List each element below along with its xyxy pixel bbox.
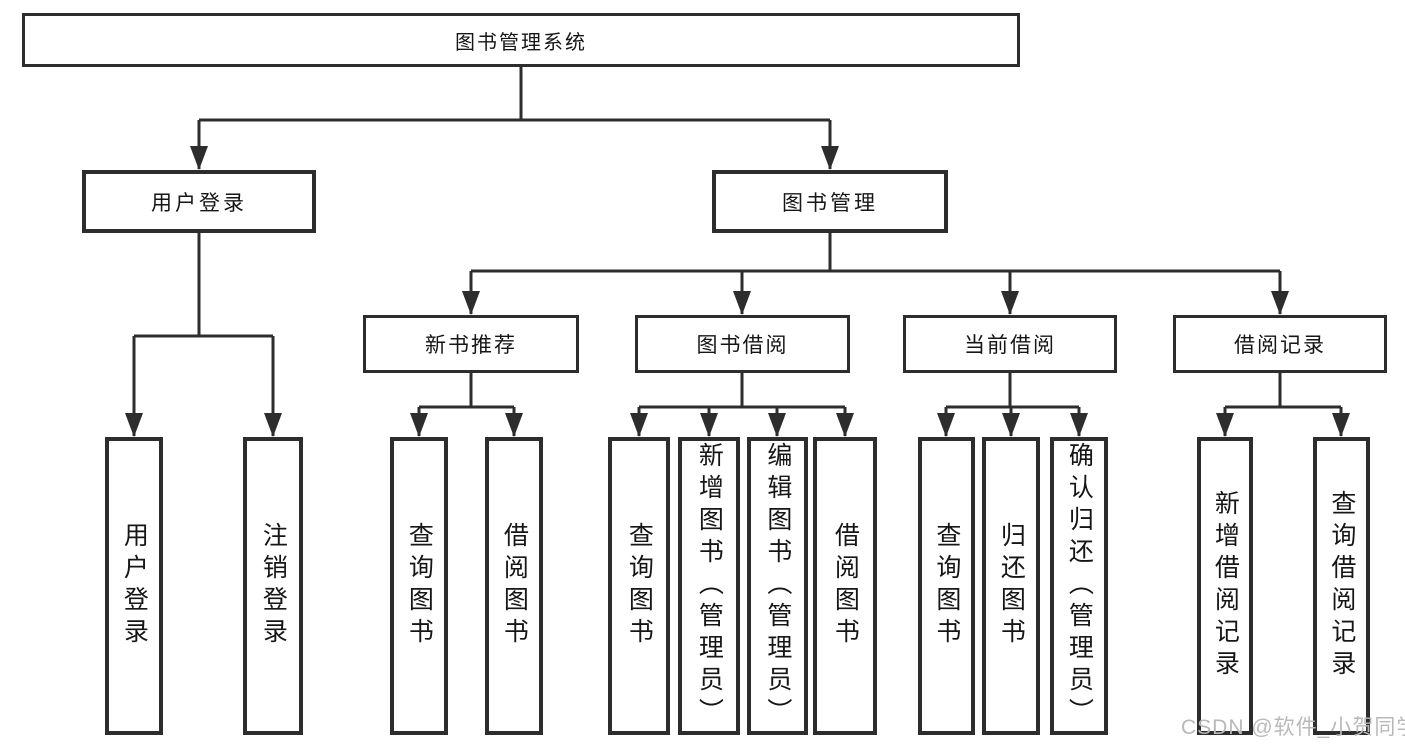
leaf-return-books-label: 归还图书 bbox=[997, 522, 1026, 650]
edge-book-borrow-distributor bbox=[639, 373, 845, 409]
leaf-return-books: 归还图书 bbox=[982, 437, 1040, 735]
node-new-book-recommend-label: 新书推荐 bbox=[425, 334, 517, 357]
leaf-add-borrow-record: 新增借阅记录 bbox=[1197, 437, 1253, 735]
leaf-query-borrow-record: 查询借阅记录 bbox=[1313, 437, 1370, 735]
edge-borrow-record-distributor bbox=[1225, 373, 1341, 409]
leaf-query-borrow-record-label: 查询借阅记录 bbox=[1327, 490, 1356, 682]
leaf-query-books-1: 查询图书 bbox=[390, 437, 448, 735]
leaf-user-login: 用户登录 bbox=[105, 437, 163, 735]
leaf-borrow-books-2-label: 借阅图书 bbox=[831, 522, 860, 650]
edge-user-login-distributor bbox=[134, 233, 273, 338]
watermark: CSDN @软件_小贺同学 bbox=[1181, 716, 1405, 739]
edge-book-management-distributor bbox=[471, 233, 1280, 273]
leaf-query-books-2-label: 查询图书 bbox=[625, 522, 654, 650]
leaf-query-books-2: 查询图书 bbox=[608, 437, 670, 735]
node-user-login-label: 用户登录 bbox=[151, 191, 247, 215]
leaf-logout: 注销登录 bbox=[243, 437, 303, 735]
node-current-borrow: 当前借阅 bbox=[903, 315, 1117, 373]
node-current-borrow-label: 当前借阅 bbox=[964, 334, 1056, 357]
node-book-management-label: 图书管理 bbox=[782, 191, 878, 215]
leaf-edit-books-admin-label: 编辑图书（管理员） bbox=[763, 442, 792, 730]
node-borrow-records: 借阅记录 bbox=[1173, 315, 1387, 373]
edge-new-book-rec-distributor bbox=[419, 373, 514, 409]
node-user-login: 用户登录 bbox=[82, 170, 316, 233]
leaf-query-books-3: 查询图书 bbox=[918, 437, 975, 735]
edge-root-distributor bbox=[199, 67, 830, 122]
node-book-management: 图书管理 bbox=[712, 170, 948, 233]
leaf-confirm-return-admin-label: 确认归还（管理员） bbox=[1065, 442, 1094, 730]
leaf-user-login-label: 用户登录 bbox=[120, 522, 149, 650]
leaf-add-books-admin-label: 新增图书（管理员） bbox=[695, 442, 724, 730]
node-root: 图书管理系统 bbox=[22, 13, 1020, 67]
leaf-edit-books-admin: 编辑图书（管理员） bbox=[747, 437, 808, 735]
leaf-query-books-3-label: 查询图书 bbox=[932, 522, 961, 650]
leaf-borrow-books-1: 借阅图书 bbox=[485, 437, 543, 735]
leaf-logout-label: 注销登录 bbox=[259, 522, 288, 650]
leaf-add-books-admin: 新增图书（管理员） bbox=[678, 437, 740, 735]
node-new-book-recommend: 新书推荐 bbox=[363, 315, 579, 373]
leaf-query-books-1-label: 查询图书 bbox=[405, 522, 434, 650]
node-borrow-records-label: 借阅记录 bbox=[1234, 334, 1326, 357]
node-book-borrow: 图书借阅 bbox=[635, 315, 850, 373]
node-root-label: 图书管理系统 bbox=[455, 31, 587, 54]
leaf-confirm-return-admin: 确认归还（管理员） bbox=[1050, 437, 1108, 735]
leaf-borrow-books-1-label: 借阅图书 bbox=[500, 522, 529, 650]
node-book-borrow-label: 图书借阅 bbox=[696, 334, 789, 357]
leaf-borrow-books-2: 借阅图书 bbox=[813, 437, 877, 735]
leaf-add-borrow-record-label: 新增借阅记录 bbox=[1211, 490, 1240, 682]
edge-current-borrow-distributor bbox=[946, 373, 1079, 409]
